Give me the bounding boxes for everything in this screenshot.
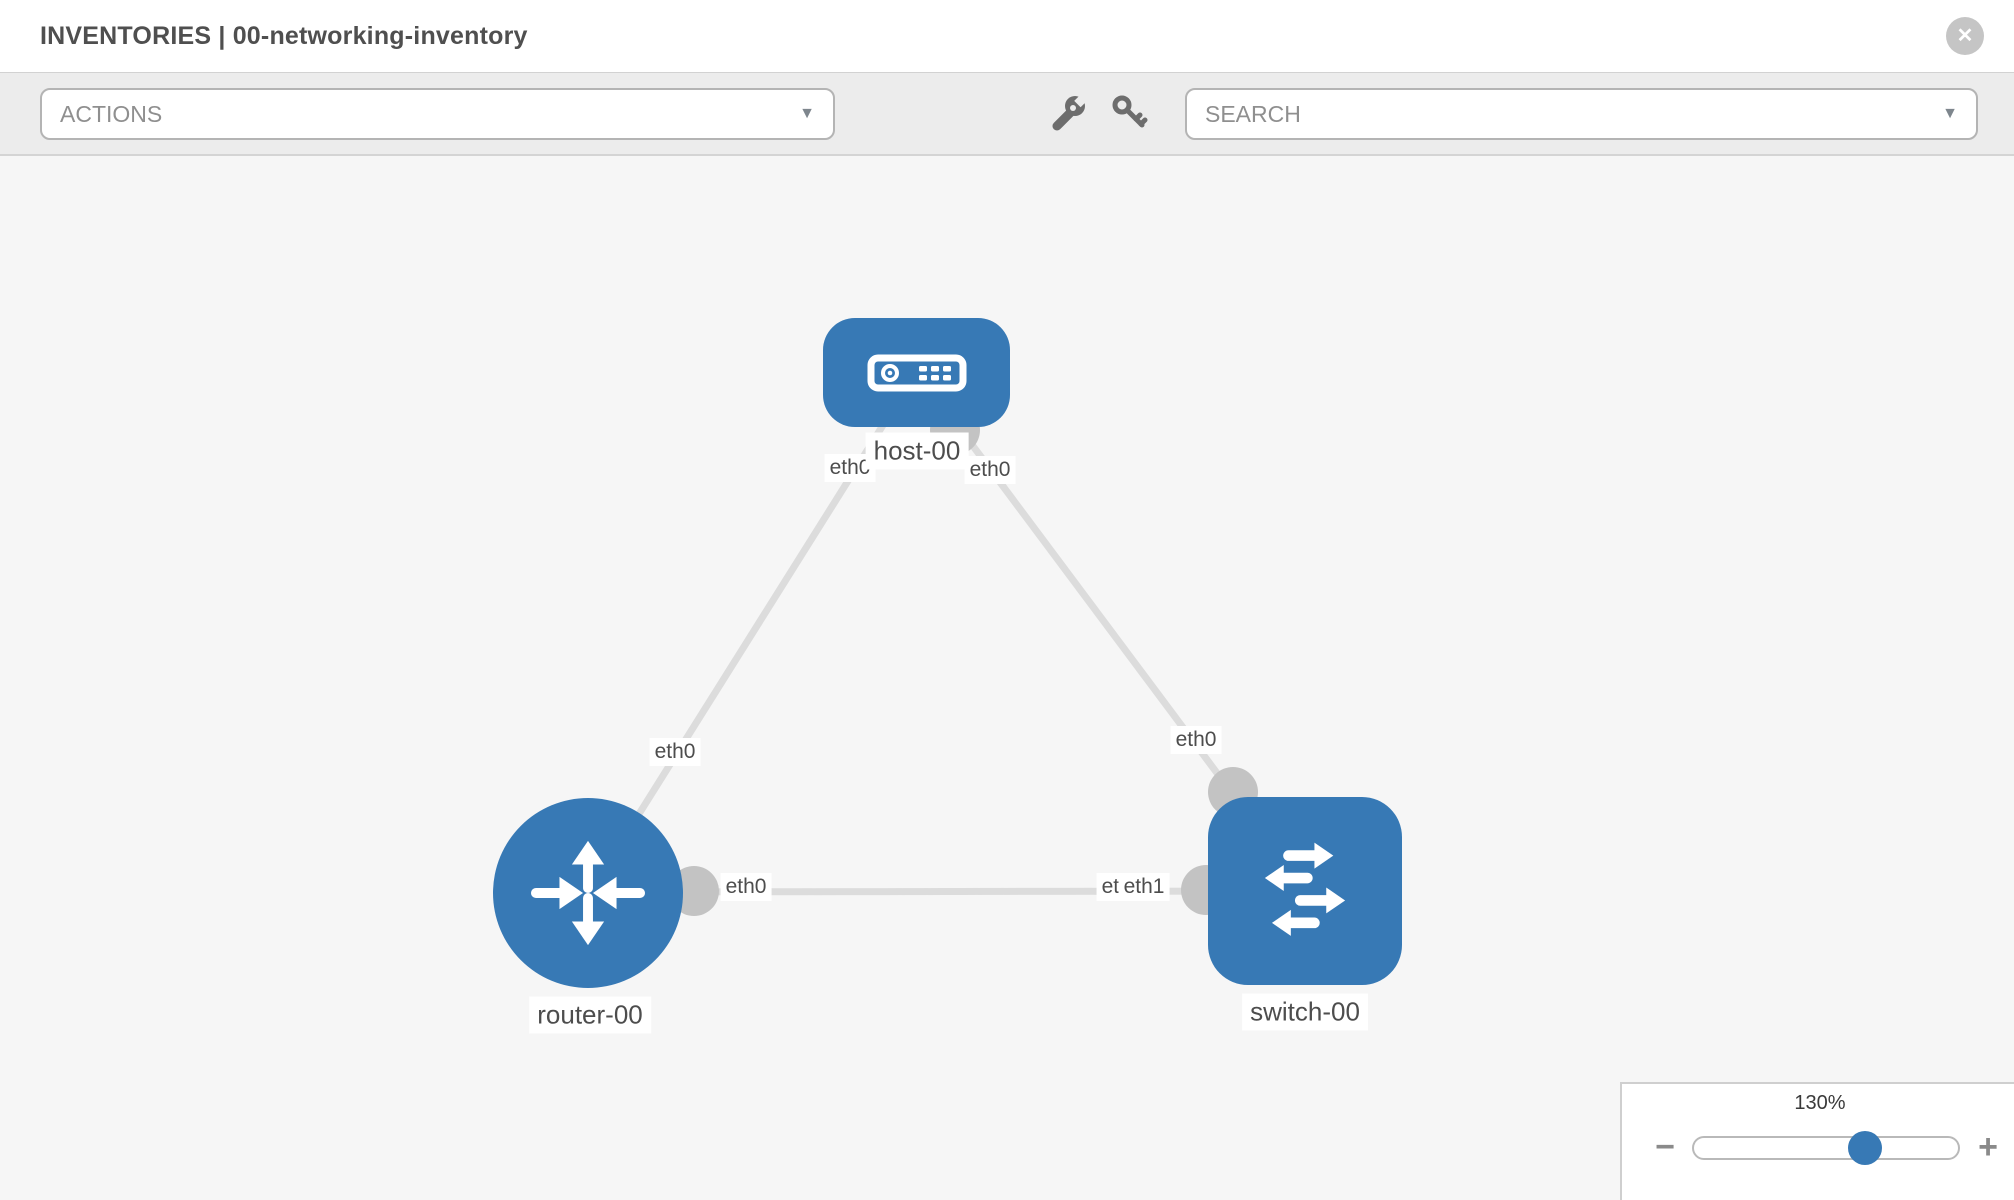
router-icon bbox=[530, 840, 646, 946]
actions-label: ACTIONS bbox=[60, 101, 163, 127]
node-host[interactable] bbox=[823, 318, 1010, 427]
toolbar: ACTIONS ▼ SEARCH ▼ bbox=[0, 73, 2014, 156]
node-label-router: router-00 bbox=[529, 996, 651, 1034]
switch-icon bbox=[1264, 842, 1346, 936]
wrench-icon bbox=[1052, 91, 1090, 131]
iface-label-router-to-host: eth0 bbox=[649, 738, 701, 766]
inventory-header: INVENTORIES | 00-networking-inventory ✕ bbox=[0, 0, 2014, 73]
search-input[interactable]: SEARCH ▼ bbox=[1185, 88, 1978, 140]
node-router[interactable] bbox=[493, 798, 683, 988]
chevron-down-icon: ▼ bbox=[1942, 105, 1958, 122]
close-button[interactable]: ✕ bbox=[1946, 17, 1984, 55]
tools-button[interactable] bbox=[1048, 91, 1090, 133]
chevron-down-icon: ▼ bbox=[799, 105, 815, 122]
page-title: INVENTORIES | 00-networking-inventory bbox=[40, 22, 528, 50]
zoom-panel: 130% − + bbox=[1620, 1082, 2014, 1200]
iface-label-host-to-switch: eth0 bbox=[964, 456, 1016, 484]
key-icon bbox=[1112, 95, 1148, 128]
zoom-level: 130% bbox=[1794, 1092, 1846, 1114]
iface-label-switch-to-host: eth0 bbox=[1170, 726, 1222, 754]
node-label-switch: switch-00 bbox=[1242, 993, 1368, 1031]
node-switch[interactable] bbox=[1208, 797, 1402, 985]
iface-label-router-to-switch: eth0 bbox=[720, 873, 772, 901]
node-label-host: host-00 bbox=[865, 432, 969, 470]
zoom-slider-thumb[interactable] bbox=[1848, 1131, 1882, 1165]
close-icon: ✕ bbox=[1956, 25, 1974, 47]
actions-dropdown[interactable]: ACTIONS ▼ bbox=[40, 88, 835, 140]
zoom-in-button[interactable]: + bbox=[1978, 1128, 1998, 1166]
topology-canvas[interactable]: host-00 router-00 switch-00 eth0 eth0 et… bbox=[0, 156, 2014, 1200]
search-placeholder: SEARCH bbox=[1205, 101, 1301, 127]
iface-label-switch-to-router-front: eth1 bbox=[1118, 873, 1170, 901]
links-layer bbox=[587, 368, 1308, 916]
zoom-slider-track[interactable] bbox=[1692, 1136, 1960, 1160]
credentials-button[interactable] bbox=[1110, 93, 1150, 133]
host-icon bbox=[867, 354, 966, 391]
zoom-out-button[interactable]: − bbox=[1655, 1128, 1675, 1166]
